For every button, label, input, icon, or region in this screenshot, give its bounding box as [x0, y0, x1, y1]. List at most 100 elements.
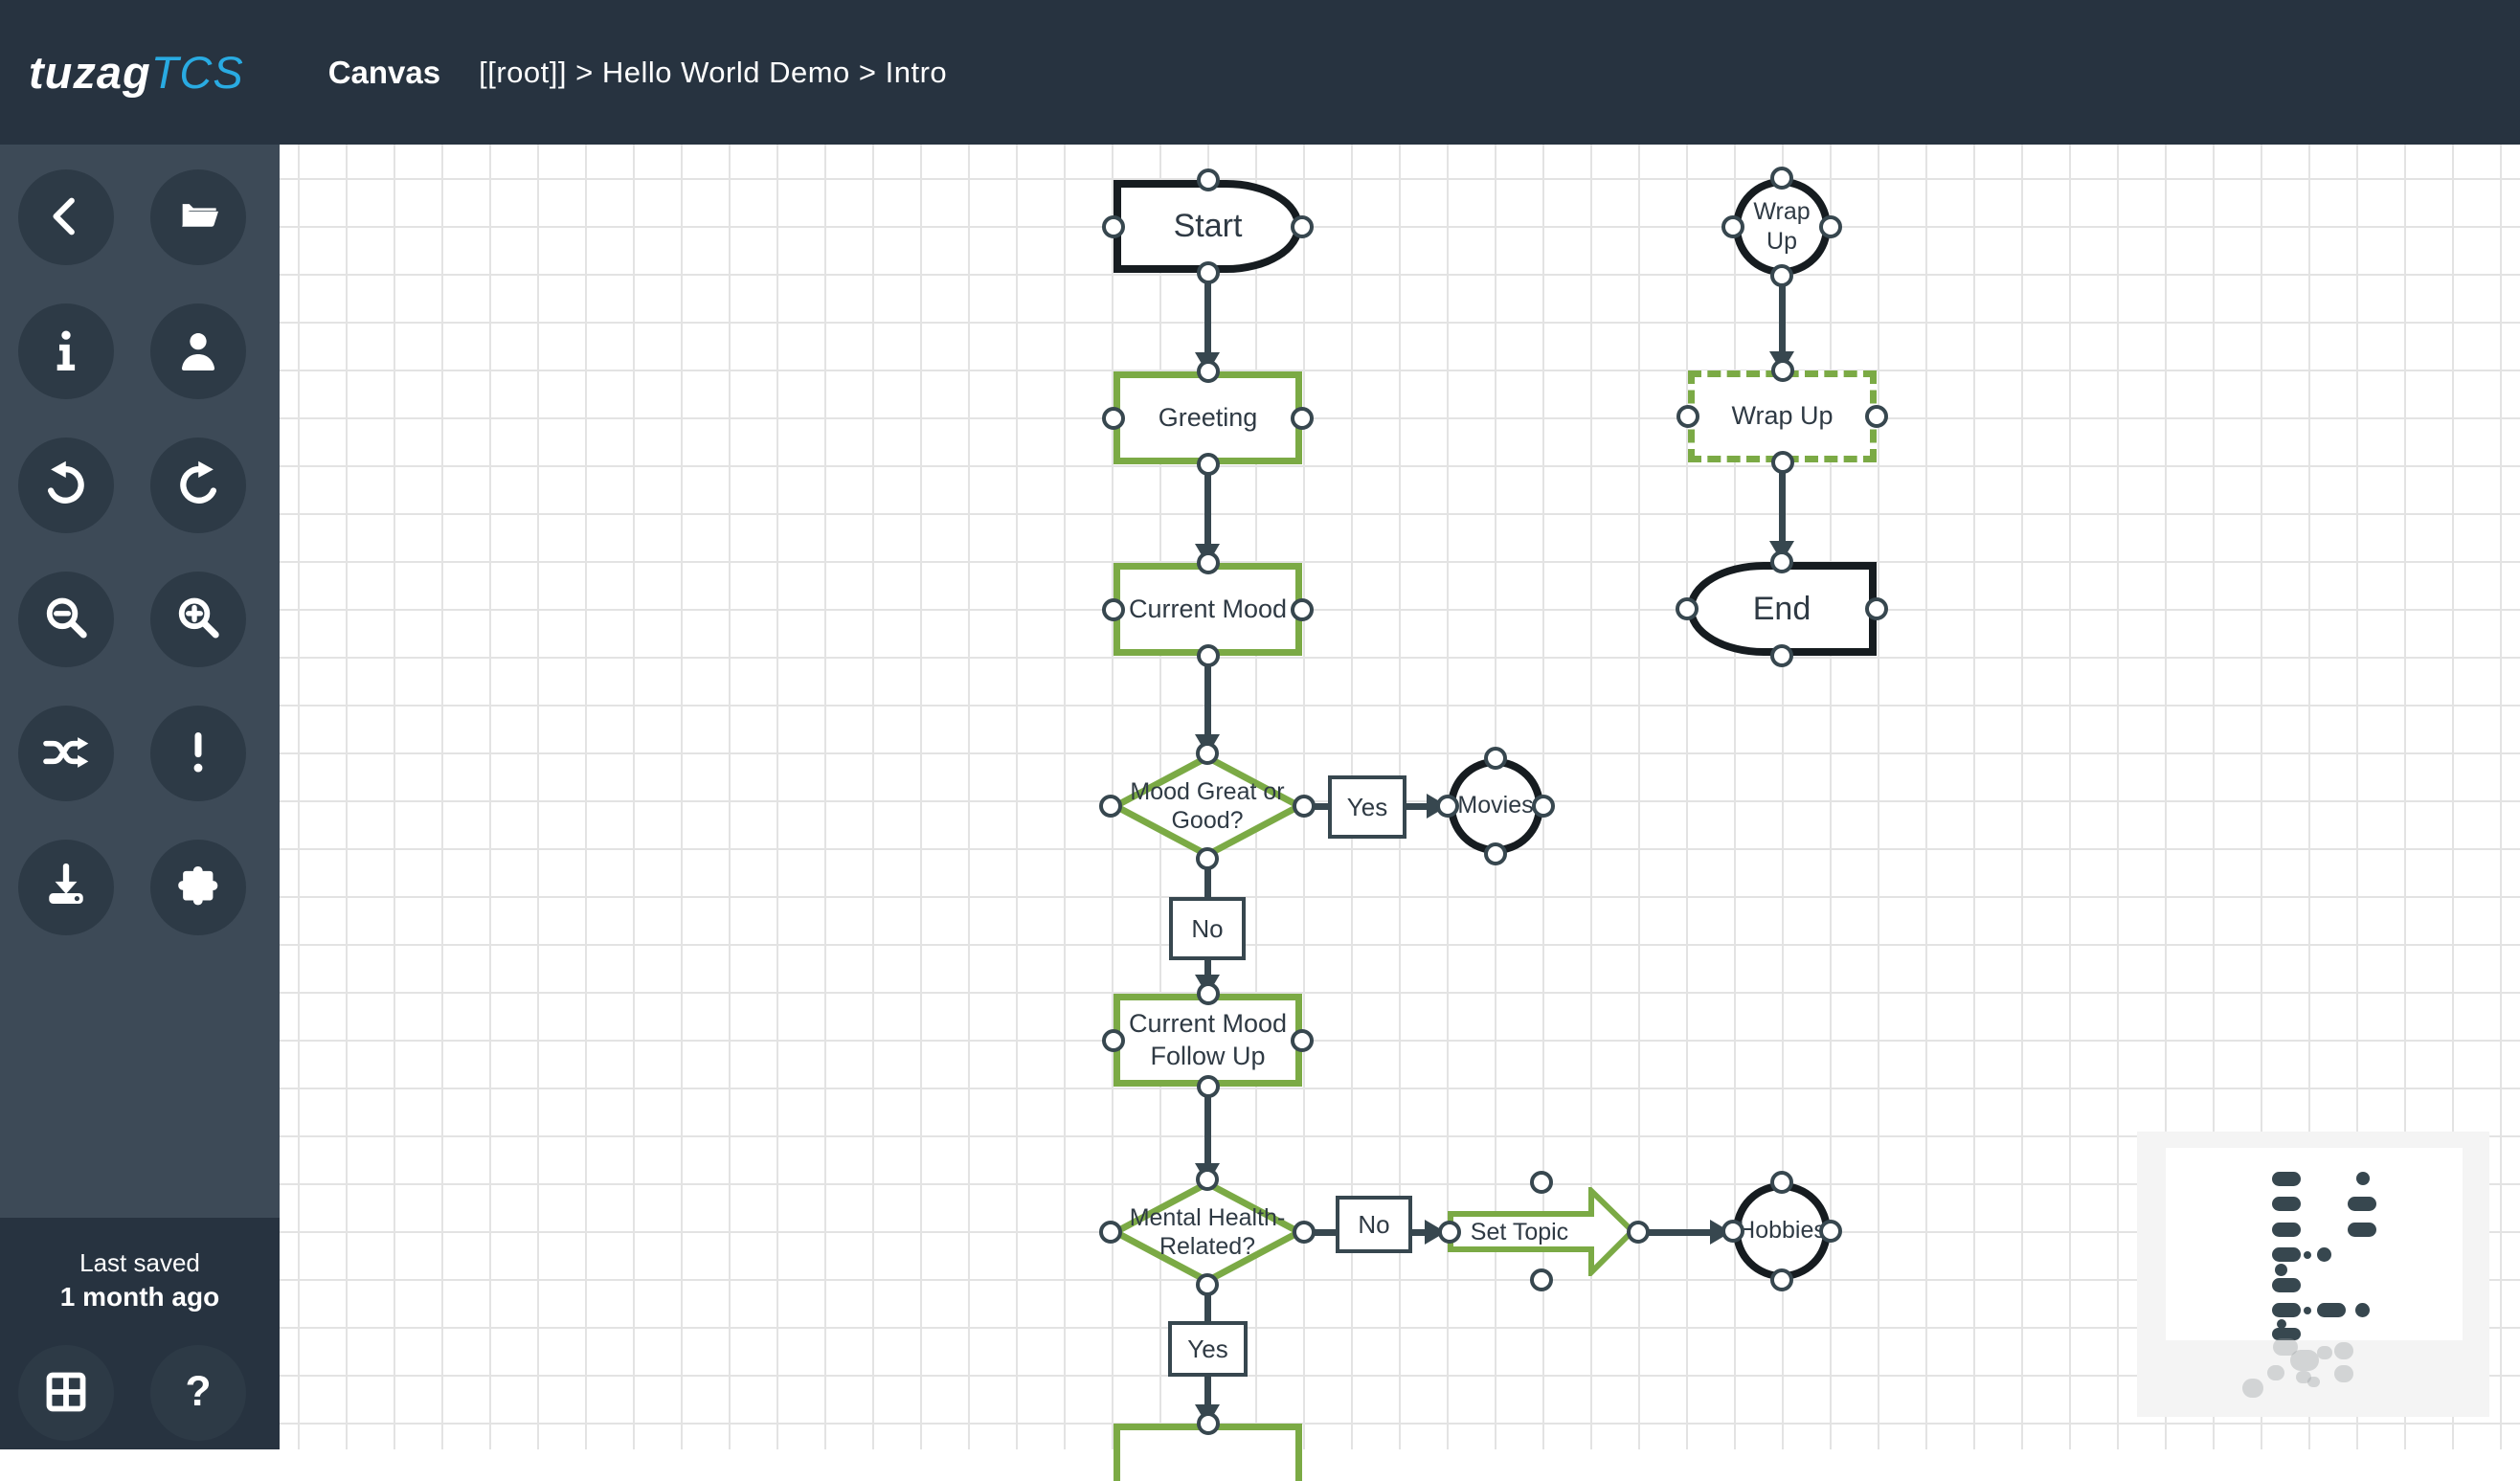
flow-edge[interactable]	[1406, 802, 1427, 810]
port-bottom-hobbies[interactable]	[1770, 1268, 1793, 1291]
flow-edge[interactable]	[1412, 1228, 1425, 1236]
port-left-greeting[interactable]	[1102, 406, 1125, 430]
port-top-end[interactable]	[1770, 550, 1793, 573]
flow-edge[interactable]	[1778, 462, 1786, 541]
minimap-node	[2272, 1328, 2301, 1340]
flow-node-current-mood[interactable]: Current Mood	[1114, 563, 1302, 656]
port-right-current-mood[interactable]	[1291, 597, 1314, 621]
port-right-wrap-up-dashed[interactable]	[1865, 405, 1888, 428]
port-left-mental-health-related[interactable]	[1099, 1221, 1122, 1244]
port-top-greeting[interactable]	[1196, 360, 1220, 383]
download-button[interactable]	[18, 840, 114, 935]
port-right-mood-great-or-good[interactable]	[1293, 795, 1316, 818]
flow-node-end[interactable]: End	[1687, 562, 1877, 656]
port-right-mental-health-related[interactable]	[1293, 1221, 1316, 1244]
help-button[interactable]: ?	[150, 1345, 246, 1441]
flow-edge[interactable]	[1778, 275, 1786, 351]
info-button[interactable]	[18, 303, 114, 399]
port-top-mental-health-related[interactable]	[1196, 1168, 1219, 1191]
flow-edge[interactable]	[1204, 464, 1211, 544]
flow-edge[interactable]	[1204, 1087, 1211, 1163]
port-top-mood-great-or-good[interactable]	[1196, 742, 1219, 765]
flow-node-movies[interactable]: Movies	[1448, 758, 1543, 854]
open-project-button[interactable]	[150, 169, 246, 265]
port-top-start[interactable]	[1196, 168, 1220, 191]
flow-node-start[interactable]: Start	[1114, 180, 1302, 273]
plugin-button[interactable]	[150, 840, 246, 935]
port-left-movies[interactable]	[1436, 795, 1459, 818]
port-bottom-greeting[interactable]	[1196, 453, 1220, 476]
flow-node-yes-label-2[interactable]: Yes	[1168, 1321, 1248, 1377]
flow-node-yes-label-1[interactable]: Yes	[1328, 775, 1406, 839]
port-set-topic-0[interactable]	[1438, 1221, 1461, 1244]
flow-edge[interactable]	[1303, 1228, 1336, 1236]
port-set-topic-2[interactable]	[1530, 1171, 1553, 1194]
tool-button-grid	[0, 145, 280, 935]
flow-edge[interactable]	[1204, 275, 1211, 352]
port-right-end[interactable]	[1865, 597, 1888, 620]
port-bottom-current-mood[interactable]	[1196, 644, 1220, 667]
port-right-wrap-up-circle[interactable]	[1819, 215, 1842, 238]
port-right-start[interactable]	[1291, 214, 1314, 238]
port-bottom-end[interactable]	[1770, 644, 1793, 667]
port-left-wrap-up-dashed[interactable]	[1676, 405, 1699, 428]
port-right-hobbies[interactable]	[1819, 1220, 1842, 1243]
port-left-wrap-up-circle[interactable]	[1721, 215, 1744, 238]
flow-edge[interactable]	[1204, 1285, 1211, 1321]
port-bottom-wrap-up-dashed[interactable]	[1770, 451, 1794, 474]
flow-node-set-topic[interactable]: Set Topic	[1448, 1183, 1637, 1280]
alert-button[interactable]	[150, 706, 246, 801]
flow-edge[interactable]	[1204, 960, 1211, 975]
port-top-movies[interactable]	[1484, 747, 1507, 770]
port-top-current-mood-follow-up[interactable]	[1196, 982, 1220, 1005]
flow-node-no-label-1[interactable]: No	[1169, 897, 1246, 960]
port-set-topic-1[interactable]	[1627, 1221, 1650, 1244]
port-right-movies[interactable]	[1532, 795, 1555, 818]
flow-node-hobbies[interactable]: Hobbies	[1733, 1182, 1831, 1280]
port-bottom-current-mood-follow-up[interactable]	[1196, 1075, 1220, 1098]
port-top-hobbies[interactable]	[1770, 1171, 1793, 1194]
flow-node-wrap-up-dashed[interactable]: Wrap Up	[1688, 370, 1877, 462]
port-top-next-node-partial[interactable]	[1196, 1412, 1220, 1435]
user-button[interactable]	[150, 303, 246, 399]
flow-node-greeting[interactable]: Greeting	[1114, 371, 1302, 464]
minimap-viewport[interactable]	[2166, 1148, 2463, 1340]
grid-view-button[interactable]	[18, 1345, 114, 1441]
port-top-current-mood[interactable]	[1196, 551, 1220, 574]
back-button[interactable]	[18, 169, 114, 265]
flow-node-mental-health-related[interactable]: Mental Health- Related?	[1108, 1179, 1307, 1285]
undo-button[interactable]	[18, 438, 114, 533]
port-bottom-start[interactable]	[1196, 261, 1220, 284]
flow-edge[interactable]	[1204, 859, 1211, 897]
port-right-greeting[interactable]	[1291, 406, 1314, 430]
zoom-in-button[interactable]	[150, 572, 246, 667]
port-left-end[interactable]	[1676, 597, 1699, 620]
flow-edge[interactable]	[1304, 802, 1328, 810]
zoom-out-button[interactable]	[18, 572, 114, 667]
port-bottom-movies[interactable]	[1484, 842, 1507, 865]
port-left-hobbies[interactable]	[1721, 1220, 1744, 1243]
flow-node-wrap-up-circle[interactable]: Wrap Up	[1733, 178, 1831, 276]
minimap[interactable]	[2137, 1132, 2489, 1417]
flow-node-current-mood-follow-up[interactable]: Current Mood Follow Up	[1114, 994, 1302, 1087]
port-left-current-mood[interactable]	[1102, 597, 1125, 621]
port-left-start[interactable]	[1102, 214, 1125, 238]
port-left-mood-great-or-good[interactable]	[1099, 795, 1122, 818]
port-set-topic-3[interactable]	[1530, 1268, 1553, 1291]
port-top-wrap-up-dashed[interactable]	[1770, 359, 1794, 382]
port-left-current-mood-follow-up[interactable]	[1102, 1028, 1125, 1052]
port-top-wrap-up-circle[interactable]	[1770, 167, 1793, 190]
flow-node-mood-great-or-good[interactable]: Mood Great or Good?	[1108, 753, 1307, 859]
flow-edge[interactable]	[1204, 656, 1211, 734]
port-bottom-mental-health-related[interactable]	[1196, 1273, 1219, 1296]
redo-button[interactable]	[150, 438, 246, 533]
flow-node-no-label-2[interactable]: No	[1336, 1196, 1412, 1253]
port-bottom-mood-great-or-good[interactable]	[1196, 847, 1219, 870]
flow-edge[interactable]	[1638, 1228, 1710, 1236]
flow-edge[interactable]	[1204, 1377, 1211, 1404]
port-right-current-mood-follow-up[interactable]	[1291, 1028, 1314, 1052]
port-bottom-wrap-up-circle[interactable]	[1770, 264, 1793, 287]
breadcrumb[interactable]: [[root]] > Hello World Demo > Intro	[479, 55, 948, 89]
shuffle-button[interactable]	[18, 706, 114, 801]
